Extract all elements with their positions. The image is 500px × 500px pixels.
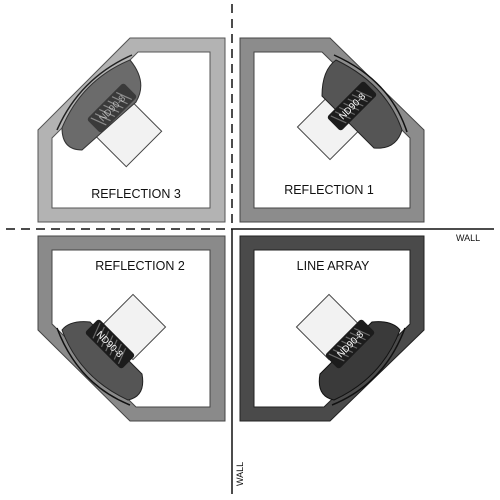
- vertical-wall-label: WALL: [235, 462, 245, 486]
- line-array-label: LINE ARRAY: [297, 259, 370, 273]
- reflection-1-label: REFLECTION 1: [284, 183, 374, 197]
- quadrant-line-array: ND90-8 LINE ARRAY: [239, 235, 425, 422]
- quadrant-reflection-3: ND90-8 REFLECTION 3: [37, 37, 226, 223]
- reflection-3-speaker-assembly: ND90-8: [56, 54, 163, 168]
- reflection-2-label: REFLECTION 2: [95, 259, 185, 273]
- reflection-1-frame: [239, 37, 425, 223]
- reflection-2-horn-rim: [56, 327, 131, 406]
- reflection-3-frame: [37, 37, 226, 223]
- reflection-3-label: REFLECTION 3: [91, 187, 181, 201]
- horizontal-wall-label: WALL: [456, 233, 480, 243]
- line-array-horn: [318, 321, 401, 401]
- reflection-1-horn-rim: [333, 54, 408, 133]
- reflection-2-horn: [61, 321, 144, 401]
- reflection-3-horn-rim: [56, 54, 133, 131]
- quadrant-reflection-2: ND90-8 REFLECTION 2: [37, 235, 226, 422]
- line-array-horn-rim: [331, 327, 406, 406]
- quadrant-reflection-1: ND90-8 REFLECTION 1: [239, 37, 425, 223]
- line-array-speaker-assembly: ND90-8: [295, 293, 406, 406]
- reflection-2-speaker-assembly: ND90-8: [56, 293, 167, 406]
- reflection-1-speaker-assembly: ND90-8: [296, 54, 408, 161]
